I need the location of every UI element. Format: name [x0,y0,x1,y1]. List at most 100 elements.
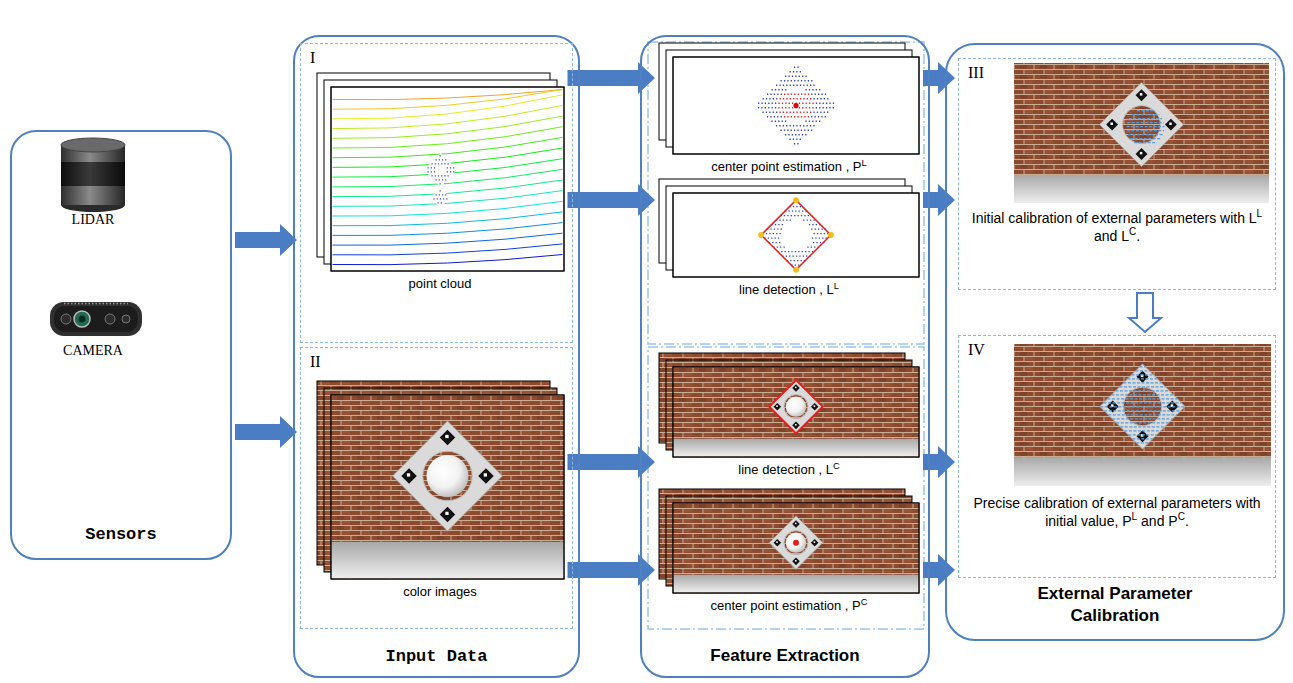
node-text: . [1185,513,1189,529]
brick-wall [1014,63,1269,175]
aruco-marker [1136,371,1148,383]
aruco-marker [792,384,800,392]
lidar-group: Ipoint cloud [300,43,573,343]
scan-line [332,201,562,216]
projected-points [1127,111,1165,143]
node-illustration [316,380,565,602]
camera-icon [50,302,142,336]
image-stack: center point estimation , PC [658,488,920,616]
node-text: line detection , L [739,282,834,297]
node-text: Feature Extraction [710,646,859,665]
image-frame [673,193,919,277]
text-block: IV [968,341,985,359]
block-arrow [923,62,955,94]
node-text: center point estimation , P [710,598,860,613]
sphere [426,455,468,497]
aruco-marker [1136,89,1148,101]
calibration-step: IV Precise calibration of external parame… [958,335,1276,578]
node-text: I [310,49,315,66]
node-illustration [658,352,920,480]
scan-line [332,116,562,138]
scan-line [332,94,562,118]
image-stack: line detection , LL [658,178,920,300]
brick-wall [674,368,919,439]
aruco-cell [1140,152,1143,155]
scan-line [332,190,562,206]
image-stack: line detection , LC [658,352,920,480]
text-block: Input Data [295,647,578,666]
image-frame [673,503,919,593]
floor [1014,175,1269,203]
detected-edges [769,380,822,433]
input-panel: Input DataIpoint cloudIIcolor images [293,35,580,678]
aruco-cell [795,424,797,426]
node-text: color images [403,584,477,599]
corner-point [793,267,799,273]
superscript: C [1129,226,1136,237]
calibration-board [1100,364,1185,449]
image-frame [673,503,919,593]
floor [1014,458,1271,486]
corner-point [758,232,764,238]
scan-line [332,89,562,109]
image-frame [673,367,919,457]
aruco-marker [401,468,417,484]
aruco-marker [1106,119,1118,131]
text-block: line detection , LC [658,462,920,477]
sphere [786,532,806,552]
aruco-cell [445,434,448,437]
aruco-marker [792,422,800,430]
aruco-marker [811,539,819,547]
scan-line [332,89,562,99]
text-block: Initial calibration of external paramete… [971,209,1263,245]
aruco-marker [774,539,782,547]
board-hole [784,395,808,419]
superscript: L [1257,208,1263,219]
text-block: Sensors [12,525,230,544]
target-points [427,155,454,183]
scan-line [332,254,562,264]
text-block: Feature Extraction [642,646,928,666]
image-frame [673,57,919,154]
node-text: III [968,64,984,81]
sphere [786,396,806,416]
image-frame [331,87,564,271]
node-text: Initial calibration of external paramete… [972,210,1257,226]
aruco-marker [792,558,800,566]
aruco-marker [439,429,455,445]
sensor-label: LIDAR [43,212,143,228]
scan-line [332,105,562,128]
aruco-cell [776,405,778,407]
node-text: Input Data [385,647,487,666]
image-stack: point cloud [316,72,565,294]
node-illustration [316,72,565,294]
fitted-edges [761,200,831,270]
target-gap [423,152,457,186]
dash-frame [648,42,924,344]
board-hole [1123,106,1161,144]
superscript: C [1178,511,1185,522]
lidar-icon [61,138,125,212]
dash-frame [648,347,924,629]
node-text: Precise calibration of external paramete… [973,495,1260,529]
superscript: L [834,281,839,291]
lidar-points [763,202,829,265]
block-arrow [923,184,955,216]
node-text: IV [968,341,985,358]
superscript: C [833,461,840,471]
calibration-step: III Initial calibration of external param… [958,58,1276,290]
aruco-marker [1136,430,1148,442]
node-illustration [658,42,920,177]
node-illustration [959,336,1274,576]
aruco-cell [483,473,486,476]
block-arrow [923,554,955,586]
board-hole [784,531,808,555]
aruco-marker [1165,119,1177,131]
floor [674,575,919,593]
text-block: center point estimation , PC [658,598,920,613]
block-arrow [235,416,297,448]
text-block: color images [316,584,565,599]
calibration-board [392,421,502,531]
superscript: L [862,158,867,168]
